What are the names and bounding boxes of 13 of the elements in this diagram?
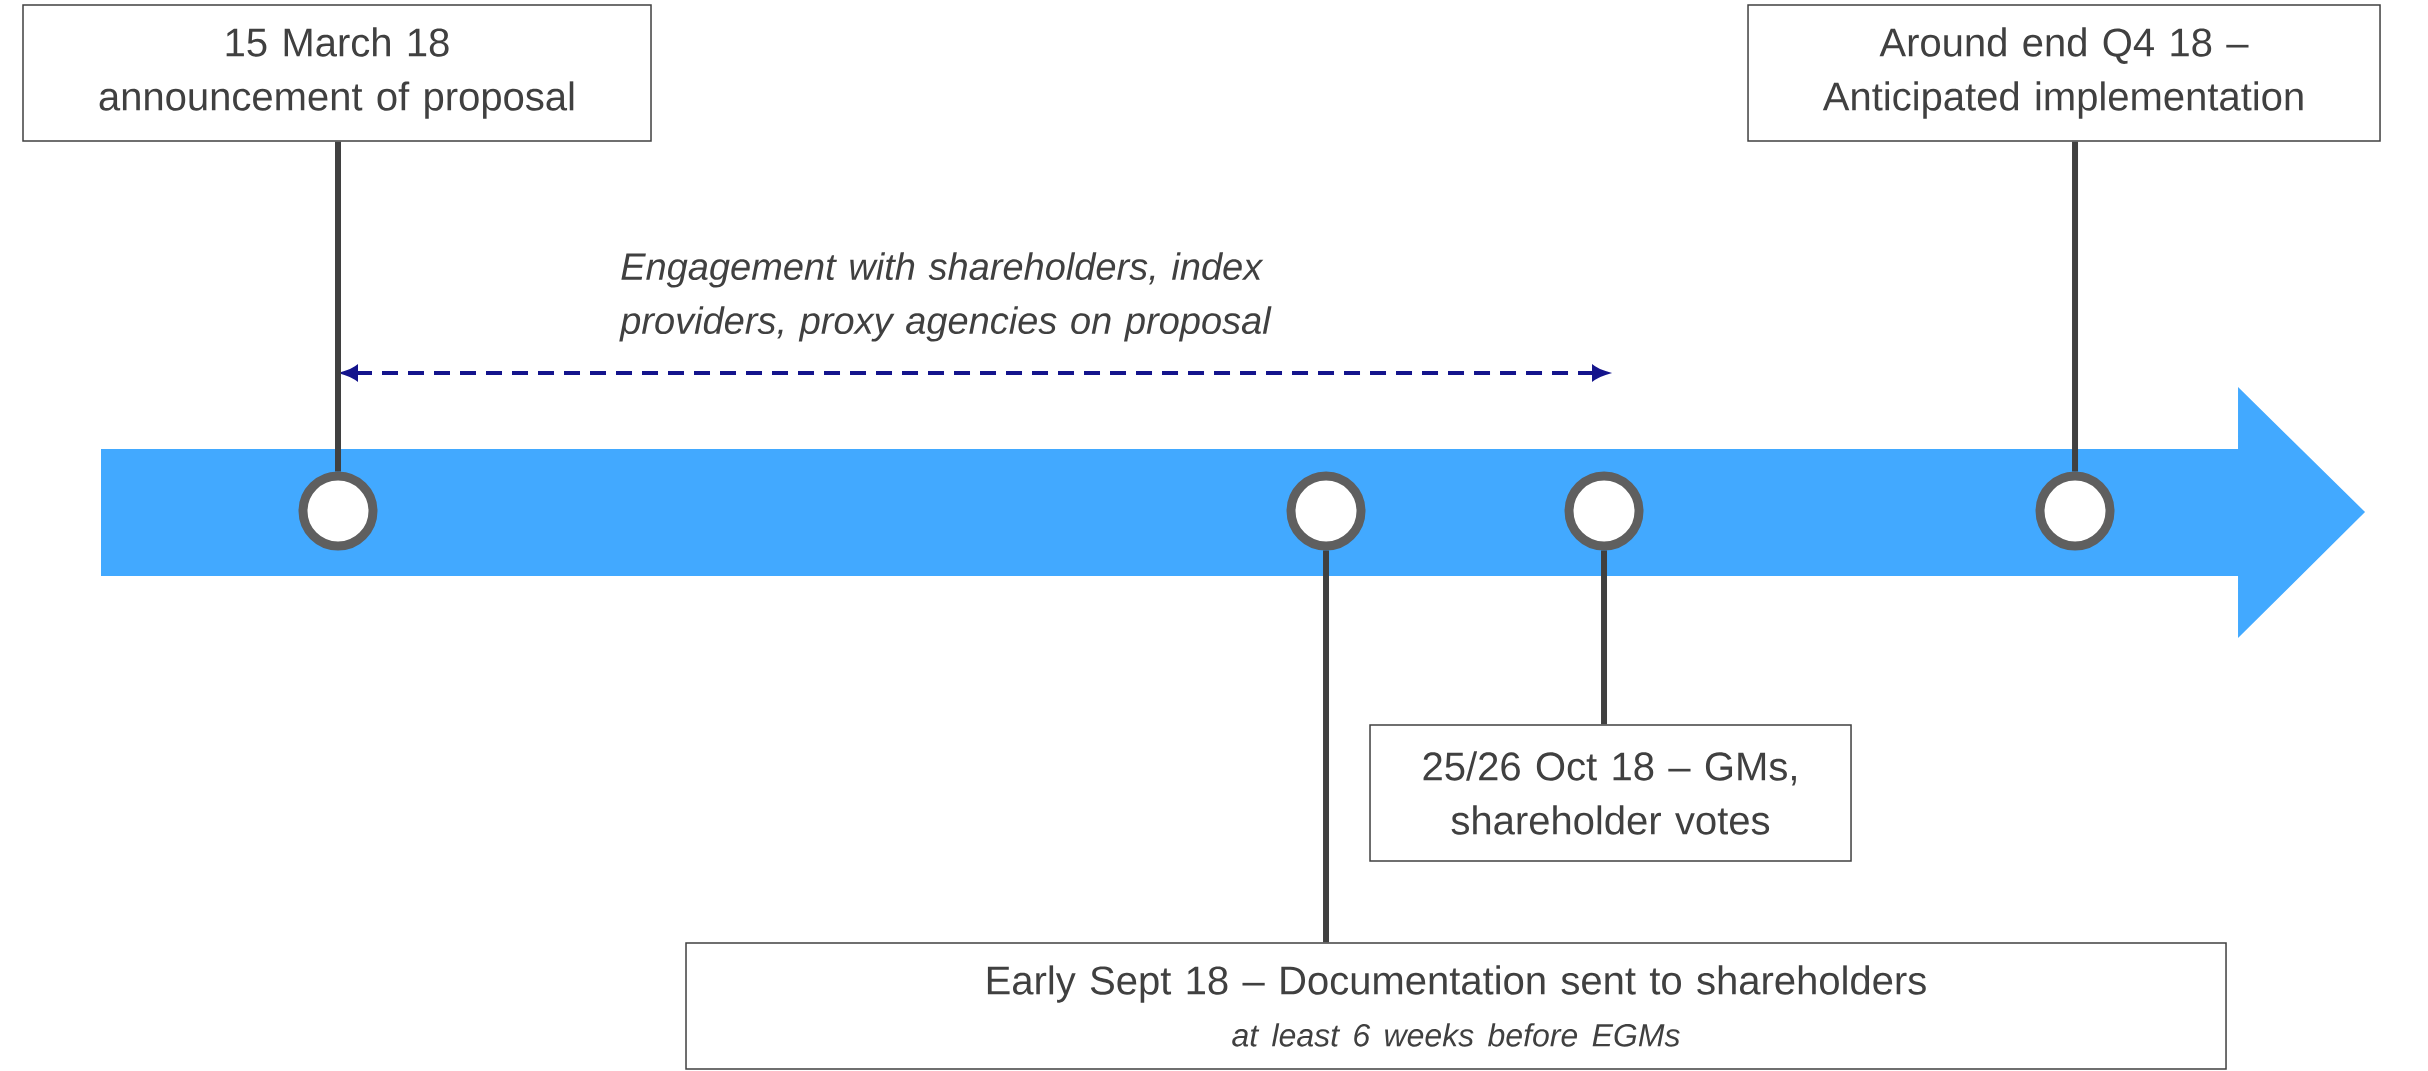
milestone-circle [2035,471,2115,551]
connector-line [335,141,341,472]
connector-line [1323,550,1329,943]
milestone-circle [1286,471,1366,551]
event-box: 15 March 18 announcement of proposal [22,4,652,142]
milestone-circle [298,471,378,551]
connector-line [2072,141,2078,472]
event-box: Around end Q4 18 – Anticipated implementation [1747,4,2381,142]
event-box: Early Sept 18 – Documentation sent to shareholders at least 6 weeks before EGMs [685,942,2227,1070]
connector-line [1601,550,1607,725]
duration-label: Engagement with shareholders, index providers, proxy agencies on proposal [619,252,1272,342]
milestone-circle [1564,471,1644,551]
event-box: 25/26 Oct 18 – GMs, shareholder votes [1369,724,1852,862]
